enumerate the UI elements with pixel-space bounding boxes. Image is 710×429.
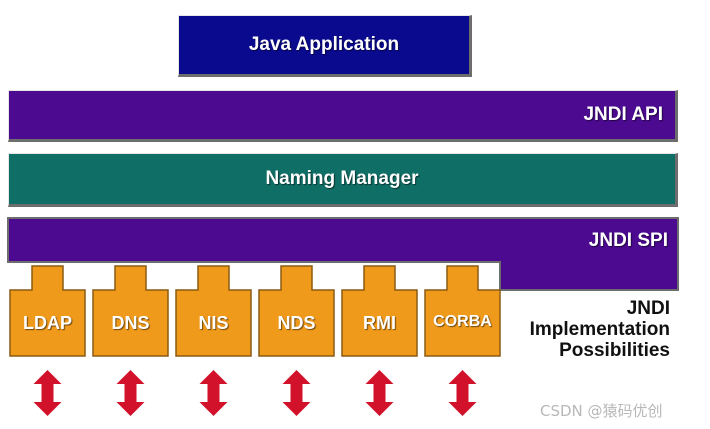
double-arrow-icon <box>33 370 62 416</box>
impl-box-ldap <box>9 265 86 357</box>
jndi-api-label: JNDI API <box>583 104 663 125</box>
impl-box-nds <box>258 265 335 357</box>
impl-label-ldap: LDAP <box>23 313 72 333</box>
double-arrow-icon <box>365 370 394 416</box>
double-arrow-icon <box>282 370 311 416</box>
impl-caption-line3: Possibilities <box>559 340 670 361</box>
naming-manager-bar: Naming Manager <box>8 153 678 207</box>
double-arrow-icon <box>116 370 145 416</box>
impl-label-nis: NIS <box>198 313 229 333</box>
jndi-spi-bar <box>7 217 679 291</box>
impl-box-nis <box>175 265 252 357</box>
impl-label-dns: DNS <box>111 313 150 333</box>
jndi-spi-label: JNDI SPI <box>588 230 668 251</box>
jndi-api-bar: JNDI API <box>8 90 678 142</box>
impl-label-nds: NDS <box>277 313 316 333</box>
impl-caption-line1: JNDI <box>626 298 670 319</box>
impl-label-corba: CORBA <box>433 313 492 330</box>
double-arrow-icon <box>448 370 477 416</box>
impl-box-corba <box>424 265 501 357</box>
double-arrow-icon <box>199 370 228 416</box>
naming-manager-label: Naming Manager <box>265 168 419 189</box>
watermark: CSDN @猿码优创 <box>540 402 663 420</box>
impl-label-rmi: RMI <box>363 313 396 333</box>
impl-caption-line2: Implementation <box>529 319 670 340</box>
java-application-label: Java Application <box>248 34 400 55</box>
impl-box-rmi <box>341 265 418 357</box>
impl-box-dns <box>92 265 169 357</box>
java-application-box: Java Application <box>178 15 472 77</box>
